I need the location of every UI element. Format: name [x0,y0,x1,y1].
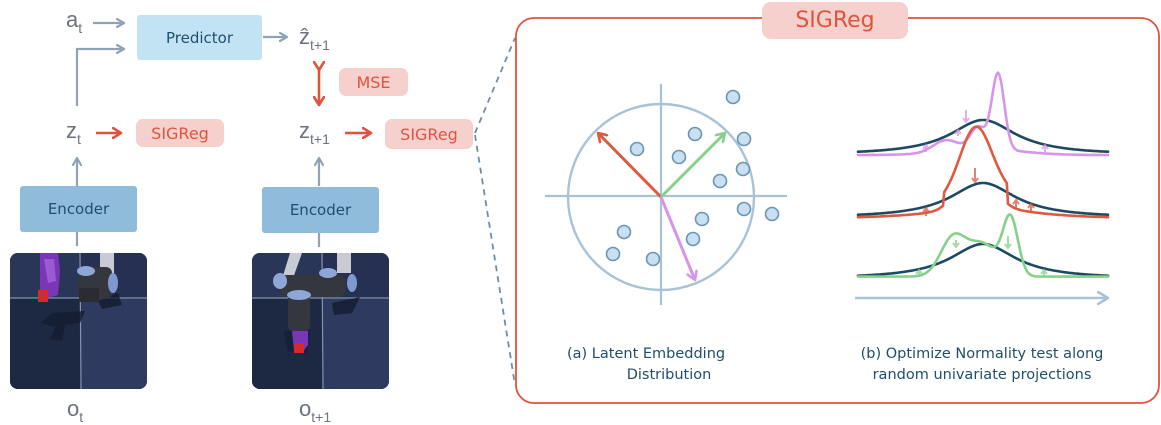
latent-embedding-plot [545,84,787,305]
reference-gaussian-curve [856,118,1110,153]
embedding-point [735,161,751,177]
red-projection-density [856,125,1110,219]
green-projection-density [856,213,1110,278]
action-label: at [66,7,83,36]
reference-gaussian-curve [856,181,1110,216]
zoom-dashed-line-top [474,37,516,134]
caption-b-line1: (b) Optimize Normality test along [860,346,1104,362]
observation-t-label: ot [67,396,84,425]
latent-t1-label: zt+1 [299,118,330,147]
unit-circle [566,102,756,292]
push-up-arrow [1040,268,1048,276]
embedding-point [736,201,752,217]
mse-label: MSE [356,72,391,92]
latent-t-subscript: t [77,131,81,147]
purple-projection-density [856,70,1110,157]
predicted-latent-label: ẑt+1 [299,24,330,53]
sigreg-badge-t: SIGReg [136,119,224,147]
push-down-arrow [962,110,970,124]
sigreg-badge-t1: SIGReg [385,119,473,149]
observation-t1-symbol: o [299,396,312,421]
embedding-point [645,251,661,267]
push-up-arrow [915,268,923,277]
latent-t-symbol: z [66,118,77,143]
push-up-arrow [1041,143,1049,152]
embedding-point [605,246,621,262]
embedding-point [685,231,701,247]
projection-arrow-red [598,133,663,199]
mse-badge: MSE [339,68,408,96]
reference-gaussian-curve [856,242,1110,277]
encoder-box-t: Encoder [20,186,137,232]
projection-arrow-green [659,133,725,199]
embedding-point [725,89,741,105]
sigreg-label-t1: SIGReg [400,124,458,144]
embedding-point [629,141,645,157]
observation-t1-label: ot+1 [299,396,332,425]
caption-a-line2: Distribution [626,367,712,383]
push-up-arrow [954,128,962,136]
embedding-point [712,173,728,189]
sigreg-label-t: SIGReg [151,123,209,143]
caption-b: (b) Optimize Normality test along random… [822,344,1142,386]
observation-image-t1 [252,253,389,389]
encoder-label-t1: Encoder [289,201,352,219]
predicted-latent-symbol: ẑ [299,24,310,49]
latent-to-predictor-arrow [75,49,124,106]
push-up-arrow [1012,198,1020,209]
embedding-point [736,131,752,147]
sigreg-panel-title-text: SIGReg [795,8,875,33]
predictor-label: Predictor [165,28,233,47]
observation-t-symbol: o [67,396,80,421]
encoder-label-t: Encoder [47,200,110,218]
push-up-arrow [922,143,930,152]
sigreg-panel-title: SIGReg [762,2,908,39]
action-subscript: t [78,20,83,36]
embedding-point [687,126,703,142]
latent-t1-symbol: z [299,118,310,143]
predicted-latent-subscript: t+1 [310,37,330,53]
latent-t1-subscript: t+1 [310,131,330,147]
caption-a-line1: (a) Latent Embedding [567,346,726,362]
embedding-point [764,206,780,222]
embedding-point [616,224,632,240]
observation-t1-subscript: t+1 [311,409,332,425]
latent-t-label: zt [66,118,81,147]
push-up-arrow [922,206,930,216]
push-up-arrow [1027,202,1035,212]
caption-b-line2: random univariate projections [872,367,1092,383]
embedding-point [671,149,687,165]
zoom-dashed-line-bottom [474,134,516,386]
observation-image-t [10,253,147,389]
predictor-box: Predictor [137,15,262,60]
robot-scene-t [10,253,147,389]
projection-arrow-purple [659,196,695,280]
push-down-arrow [971,168,979,184]
push-down-arrow [952,240,960,249]
caption-a: (a) Latent Embedding Distribution [555,344,775,386]
projection-distribution-plots [856,70,1110,278]
action-symbol: a [66,7,79,32]
robot-scene-t1 [252,253,389,389]
push-down-arrow [1004,236,1012,250]
observation-t-subscript: t [79,409,84,425]
encoder-box-t1: Encoder [262,187,379,233]
embedding-point [694,211,710,227]
